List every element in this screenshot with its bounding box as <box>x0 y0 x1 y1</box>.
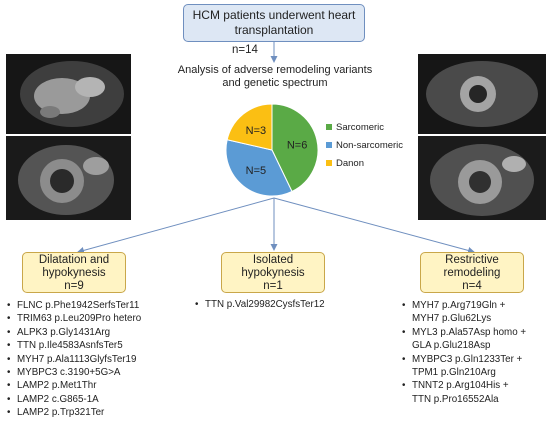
restrictive-n: n=4 <box>462 280 482 292</box>
isolated-line-1: Isolated <box>252 254 294 266</box>
group-box-restrictive: Restrictive remodeling n=4 <box>420 252 524 293</box>
isolated-n: n=1 <box>263 280 283 292</box>
variant-item: TTN p.Ile4583AsnfsTer5 <box>7 339 141 353</box>
variant-line-a: MYH7 p.Arg719Gln + <box>412 300 506 311</box>
legend-label-non-sarcomeric: Non-sarcomeric <box>336 139 404 151</box>
variant-list-dilatation: FLNC p.Phe1942SerfsTer11 TRIM63 p.Leu209… <box>7 299 141 420</box>
cardiac-image-4-chamber <box>6 54 131 134</box>
legend-item-danon: Danon <box>326 154 403 172</box>
legend-label-sarcomeric: Sarcomeric <box>336 121 385 133</box>
legend-item-non-sarcomeric: Non-sarcomeric <box>326 136 403 154</box>
restrictive-line-1: Restrictive <box>445 254 499 266</box>
variant-line-b: TPM1 p.Gln210Arg <box>412 367 496 379</box>
variant-item: MYBPC3 c.3190+5G>A <box>7 366 141 380</box>
group-box-dilatation: Dilatation and hypokynesis n=9 <box>22 252 126 293</box>
variant-item: LAMP2 p.Met1Thr <box>7 379 141 393</box>
variant-item: MYL3 p.Ala57Asp homo + GLA p.Glu218Asp <box>402 326 526 353</box>
variant-list-restrictive: MYH7 p.Arg719Gln + MYH7 p.Glu62Lys MYL3 p… <box>402 299 526 406</box>
legend-swatch-danon <box>326 160 332 166</box>
variant-line-b: TTN p.Pro16552Ala <box>412 393 499 405</box>
patient-count: n=14 <box>232 44 258 56</box>
variant-item: TNNT2 p.Arg104His +TTN p.Pro16552Ala <box>402 379 526 406</box>
variant-line-b: GLA p.Glu218Asp <box>412 340 491 352</box>
pie-slice-danon <box>226 103 273 151</box>
variant-line-a: TNNT2 p.Arg104His + <box>412 380 509 392</box>
variant-line-a: MYL3 p.Ala57Asp homo + <box>412 326 527 338</box>
dilatation-n: n=9 <box>64 280 84 292</box>
arrow-to-dilatation <box>77 197 275 254</box>
dilatation-line-1: Dilatation and <box>38 254 110 266</box>
cardiac-image-short-axis-right <box>418 54 546 134</box>
variant-item: LAMP2 p.Trp321Ter <box>7 406 141 420</box>
variant-item: TTN p.Val29982CysfsTer12 <box>195 298 325 312</box>
variant-item: MYBPC3 p.Gln1233Ter + TPM1 p.Gln210Arg <box>402 353 526 380</box>
analysis-line-1: Analysis of adverse remodeling variants <box>177 64 373 76</box>
restrictive-line-2: remodeling <box>443 267 501 279</box>
pie-slice-sarcomeric <box>271 103 319 193</box>
analysis-line-2: and genetic spectrum <box>222 77 328 89</box>
pie-label-sarcomeric: N=6 <box>287 139 308 151</box>
cardiac-image-short-axis-left <box>6 136 131 220</box>
cardiac-image-late-enhancement <box>418 136 546 220</box>
title-box: HCM patients underwent heart transplanta… <box>183 4 365 42</box>
variant-item: TRIM63 p.Leu209Pro hetero <box>7 312 141 326</box>
analysis-label: Analysis of adverse remodeling variants … <box>168 64 382 90</box>
title-line-2: transplantation <box>234 23 314 37</box>
variant-item: LAMP2 c.G865-1A <box>7 393 141 407</box>
variant-item: ALPK3 p.Gly1431Arg <box>7 326 141 340</box>
legend-swatch-non-sarcomeric <box>326 142 332 148</box>
pie-label-non-sarcomeric: N=5 <box>246 165 267 177</box>
variant-item: MYH7 p.Arg719Gln + MYH7 p.Glu62Lys <box>402 299 526 326</box>
pie-chart: N=6N=5 N=3 <box>225 103 319 197</box>
variant-item: MYH7 p.Ala1113GlyfsTer19 <box>7 353 141 367</box>
dilatation-line-2: hypokynesis <box>42 267 106 279</box>
title-line-1: HCM patients underwent heart <box>192 8 356 22</box>
arrow-to-restrictive <box>273 197 475 254</box>
legend-item-sarcomeric: Sarcomeric <box>326 118 403 136</box>
group-box-isolated: Isolated hypokynesis n=1 <box>221 252 325 293</box>
pie-label-danon: N=3 <box>246 125 267 137</box>
variant-line-a: MYBPC3 p.Gln1233Ter + <box>412 353 523 365</box>
variant-list-isolated: TTN p.Val29982CysfsTer12 <box>195 298 325 312</box>
pie-slice-non-sarcomeric <box>225 139 293 197</box>
variant-item: FLNC p.Phe1942SerfsTer11 <box>7 299 141 313</box>
isolated-line-2: hypokynesis <box>241 267 305 279</box>
legend-label-danon: Danon <box>336 157 364 169</box>
pie-legend: Sarcomeric Non-sarcomeric Danon <box>326 118 403 172</box>
legend-swatch-sarcomeric <box>326 124 332 130</box>
variant-line-b: MYH7 p.Glu62Lys <box>412 313 492 325</box>
